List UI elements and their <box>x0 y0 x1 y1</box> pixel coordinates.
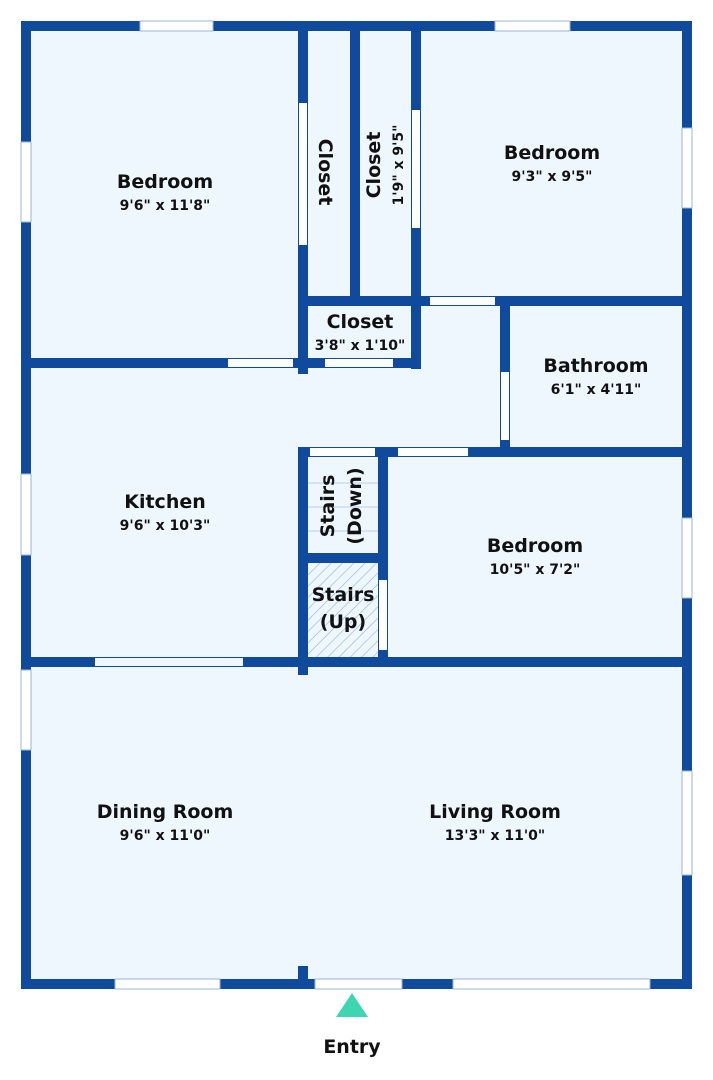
kitchen-dining-opening <box>95 658 243 666</box>
stairs-up-hatch <box>308 563 379 658</box>
bathroom-name: Bathroom <box>543 355 648 377</box>
bathroom-size: 6'1" x 4'11" <box>551 382 642 398</box>
doors[interactable] <box>228 103 509 650</box>
stairs-up-note: (Up) <box>320 611 366 633</box>
windows <box>20 20 693 990</box>
closet3-size: 3'8" x 1'10" <box>315 338 406 354</box>
living-name: Living Room <box>429 801 561 823</box>
dining-name: Dining Room <box>97 801 234 823</box>
stairs-up-name: Stairs <box>312 584 375 606</box>
bedroom2-size: 9'3" x 9'5" <box>512 169 593 185</box>
bedroom1-name: Bedroom <box>117 171 213 193</box>
bedroom3-size: 10'5" x 7'2" <box>490 562 581 578</box>
entry-door <box>314 978 403 990</box>
kitchen-name: Kitchen <box>124 491 206 513</box>
stairs-down-note: (Down) <box>344 467 366 544</box>
stairs-down-name: Stairs <box>317 475 339 538</box>
entry-label: Entry <box>323 1036 381 1058</box>
bedroom3-name: Bedroom <box>487 535 583 557</box>
closet2-size: 1'9" x 9'5" <box>391 125 407 206</box>
dining-size: 9'6" x 11'0" <box>120 828 211 844</box>
closet3-name: Closet <box>327 311 394 333</box>
closet2-name: Closet <box>363 132 385 199</box>
kitchen-size: 9'6" x 10'3" <box>120 518 211 534</box>
stairs-down-treads <box>308 482 379 532</box>
living-size: 13'3" x 11'0" <box>445 828 545 844</box>
closet1-name: Closet <box>314 139 336 206</box>
entry-arrow-icon <box>336 993 368 1017</box>
bedroom2-name: Bedroom <box>504 142 600 164</box>
bedroom1-size: 9'6" x 11'8" <box>120 198 211 214</box>
